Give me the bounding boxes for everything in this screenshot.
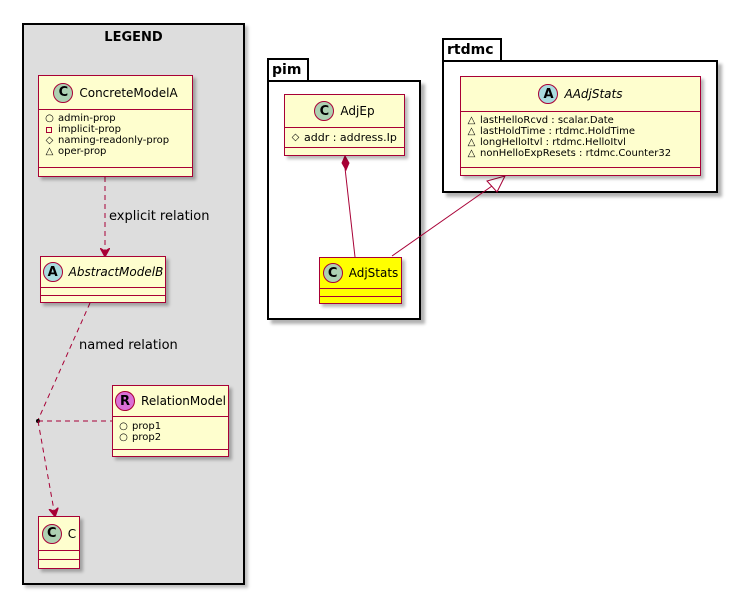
class-badge-icon: C [322, 263, 343, 283]
named-relation-label: named relation [79, 338, 178, 353]
class-concrete-model-a: C ConcreteModelA ○ admin-prop implicit-pr… [38, 75, 193, 177]
package-visibility-icon: △ [467, 125, 476, 137]
attribute-row: ◇ addr : address.Ip [290, 132, 397, 143]
attribute-list: ○ prop1 ○ prop2 [118, 421, 161, 443]
class-adjep: C AdjEp ◇ addr : address.Ip [284, 94, 405, 156]
attribute-row: ○ prop2 [118, 432, 161, 443]
abstract-badge-icon: A [538, 84, 559, 104]
attribute-row: ○ prop1 [118, 421, 161, 432]
attribute-row: △ lastHelloRcvd : scalar.Date [466, 115, 671, 126]
relation-to-c-edge [37, 420, 55, 516]
attribute-text: nonHelloExpResets : rtdmc.Counter32 [480, 148, 672, 159]
attribute-list: △ lastHelloRcvd : scalar.Date △ lastHoldTi… [466, 115, 671, 159]
package-visibility-icon: △ [467, 147, 476, 159]
named-relation-edge [37, 302, 91, 421]
attribute-list: ◇ addr : address.Ip [290, 132, 397, 143]
class-name: AbstractModelB [68, 265, 164, 279]
class-name: RelationModel [141, 394, 226, 408]
attribute-row: ○ admin-prop [44, 113, 169, 124]
attribute-text: oper-prop [58, 146, 107, 157]
package-tab-rtdmc: rtdmc [442, 38, 502, 60]
class-name: AdjStats [348, 266, 399, 280]
attribute-row: △ lastHoldTime : rtdmc.HoldTime [466, 126, 671, 137]
generalization-triangle [486, 175, 506, 193]
attribute-row: ◇ naming-readonly-prop [44, 135, 169, 146]
relation-badge-icon: R [115, 391, 136, 411]
class-badge-icon: C [53, 82, 74, 103]
class-abstract-model-b: A AbstractModelB [40, 256, 166, 303]
public-visibility-icon: ○ [45, 112, 54, 124]
package-visibility-icon: △ [467, 136, 476, 148]
attribute-text: longHelloItvl : rtdmc.HelloItvl [480, 137, 626, 148]
class-name: ConcreteModelA [79, 85, 178, 100]
attribute-text: prop1 [132, 421, 162, 432]
attribute-text: admin-prop [58, 113, 116, 124]
class-relation-model: R RelationModel ○ prop1 ○ prop2 [112, 385, 229, 457]
generalization-edge [391, 185, 493, 257]
attribute-text: implicit-prop [58, 124, 121, 135]
attribute-row: △ nonHelloExpResets : rtdmc.Counter32 [466, 148, 671, 159]
explicit-relation-label: explicit relation [109, 209, 210, 224]
package-visibility-icon: △ [45, 145, 54, 157]
protected-visibility-icon: ◇ [45, 134, 54, 146]
attribute-text: prop2 [132, 432, 162, 443]
class-badge-icon: C [314, 101, 335, 121]
package-tab-pim: pim [267, 58, 310, 80]
attribute-row: implicit-prop [44, 124, 169, 135]
public-visibility-icon: ○ [119, 431, 128, 443]
attribute-text: naming-readonly-prop [58, 135, 170, 146]
public-visibility-icon: ○ [119, 420, 128, 432]
package-label-pim: pim [272, 62, 302, 78]
package-visibility-icon: △ [467, 114, 476, 126]
class-badge-icon: C [41, 523, 62, 544]
class-name: AAdjStats [564, 87, 623, 101]
attribute-text: lastHoldTime : rtdmc.HoldTime [480, 126, 636, 137]
attribute-list: ○ admin-prop implicit-prop ◇ naming-readon… [44, 113, 169, 157]
class-name: AdjEp [340, 104, 375, 118]
class-aadjstats: A AAdjStats △ lastHelloRcvd : scalar.Date… [460, 76, 701, 176]
class-c: C C [38, 516, 80, 569]
private-visibility-icon [46, 126, 52, 133]
abstract-badge-icon: A [42, 262, 63, 282]
composition-edge [344, 167, 356, 258]
attribute-row: △ longHelloItvl : rtdmc.HelloItvl [466, 137, 671, 148]
legend-title: LEGEND [104, 30, 163, 45]
package-label-rtdmc: rtdmc [447, 42, 494, 58]
class-adjstats: C AdjStats [319, 257, 402, 304]
attribute-row: △ oper-prop [44, 146, 169, 157]
attribute-text: addr : address.Ip [304, 131, 397, 144]
composition-diamond [341, 154, 350, 172]
class-name: C [67, 526, 77, 541]
attribute-text: lastHelloRcvd : scalar.Date [480, 115, 614, 126]
protected-visibility-icon: ◇ [291, 131, 300, 143]
